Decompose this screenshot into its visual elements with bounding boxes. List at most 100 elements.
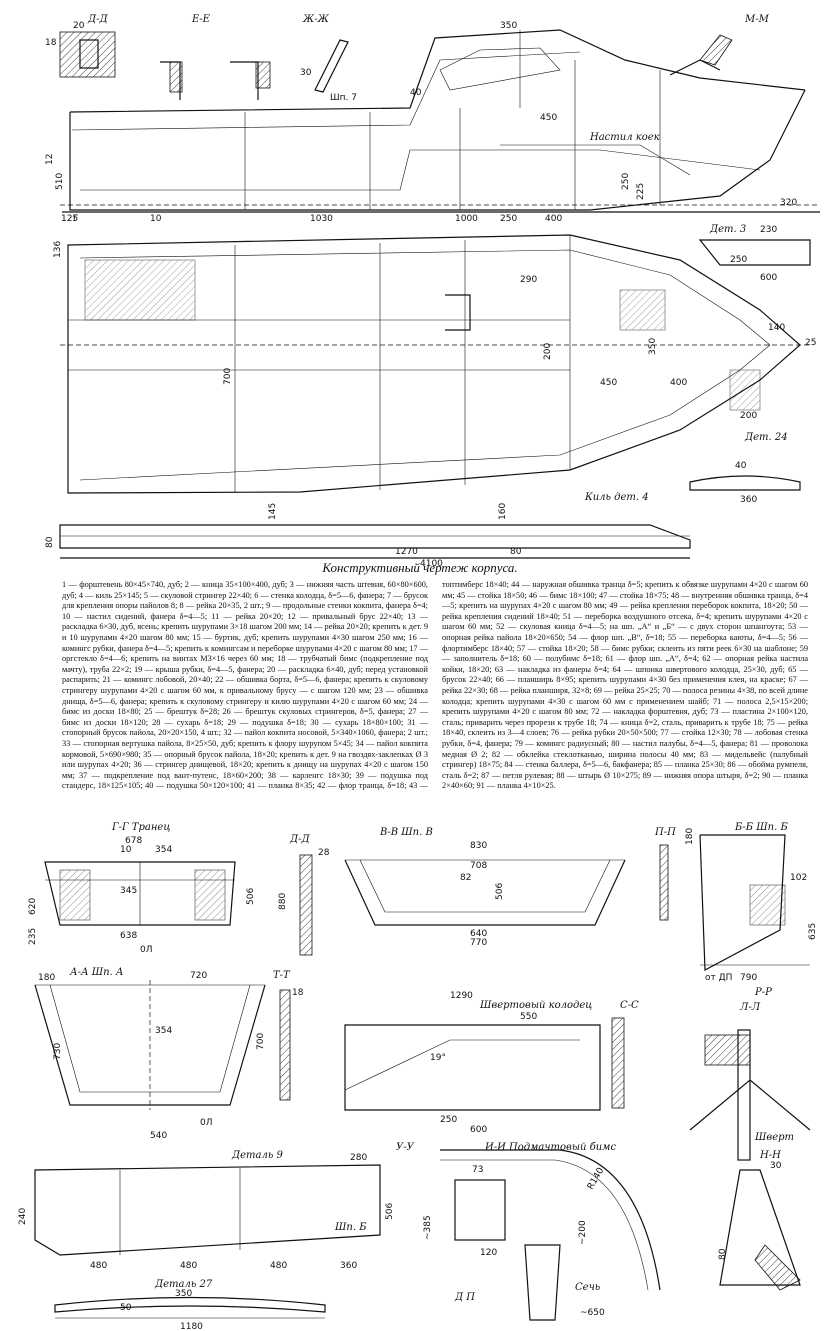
svg-text:40: 40	[735, 461, 747, 471]
svg-text:120: 120	[480, 1248, 497, 1258]
svg-text:400: 400	[670, 378, 687, 388]
svg-text:708: 708	[470, 861, 487, 871]
svg-text:80: 80	[510, 547, 522, 557]
transom-detail: Г-Г Транец 678 354 10 345 638 620 235 50…	[28, 822, 256, 955]
ee-hatch-right	[255, 61, 271, 89]
svg-text:30: 30	[300, 68, 312, 78]
svg-text:600: 600	[760, 273, 777, 283]
svg-text:Д-Д: Д-Д	[289, 834, 311, 845]
svg-text:Б-Б Шп. Б: Б-Б Шп. Б	[734, 822, 788, 833]
svg-text:~385: ~385	[423, 1215, 433, 1240]
svg-text:250: 250	[621, 173, 631, 190]
plate-73	[454, 1179, 506, 1241]
svg-text:1270: 1270	[395, 547, 418, 557]
svg-text:480: 480	[180, 1261, 197, 1271]
detail-24: Дет. 24 40 360	[689, 432, 801, 505]
svg-text:Шп. Б: Шп. Б	[334, 1222, 367, 1233]
section-zhzh: Ж-Ж 30	[300, 14, 349, 93]
svg-text:Шп. 7: Шп. 7	[330, 93, 357, 103]
svg-text:678: 678	[125, 836, 142, 846]
svg-text:В-В Шп. В: В-В Шп. В	[379, 827, 433, 838]
svg-text:Д-Д: Д-Д	[87, 14, 109, 25]
svg-text:Н-Н: Н-Н	[759, 1150, 781, 1161]
svg-text:П-П: П-П	[654, 827, 676, 838]
bunk-line	[500, 144, 691, 176]
knee-74	[524, 1244, 561, 1321]
svg-text:Дет. 24: Дет. 24	[744, 432, 788, 443]
svg-text:Л-Л: Л-Л	[739, 1002, 761, 1013]
svg-text:230: 230	[760, 225, 777, 235]
svg-text:354: 354	[155, 845, 172, 855]
svg-text:140: 140	[768, 323, 785, 333]
dd-strip	[299, 854, 313, 956]
svg-text:20: 20	[73, 21, 85, 31]
svg-text:350: 350	[175, 1289, 192, 1299]
plan-view: 136 290 200 700 450 400 140 25 200 350 Д…	[53, 224, 816, 505]
svg-text:720: 720	[190, 971, 207, 981]
plan-hatch-1	[84, 259, 196, 321]
section-ll-detail: Л-Л Шверт	[689, 1002, 811, 1161]
dd-hatched-block	[59, 31, 116, 78]
svg-text:0Л: 0Л	[140, 945, 153, 955]
beam-curve	[440, 1149, 661, 1291]
svg-text:480: 480	[270, 1261, 287, 1271]
dd-cutout	[79, 39, 99, 69]
detail9: Деталь 9 280 506 240 480 480 480 360 Шп.…	[18, 1142, 415, 1271]
svg-text:830: 830	[470, 841, 487, 851]
svg-text:280: 280	[350, 1153, 367, 1163]
svg-text:540: 540	[150, 1131, 167, 1141]
plan-hatch-3	[729, 369, 761, 411]
svg-text:12: 12	[45, 154, 55, 165]
frame-bb-outline	[699, 834, 786, 971]
svg-text:350: 350	[500, 21, 517, 31]
svg-text:620: 620	[28, 898, 38, 915]
detail-3: Дет. 3 230 250 600	[698, 224, 811, 283]
svg-text:82: 82	[460, 873, 471, 883]
svg-text:250: 250	[440, 1115, 457, 1125]
svg-text:635: 635	[808, 923, 818, 940]
detail27: Деталь 27 350 50 1180	[54, 1279, 326, 1331]
svg-text:А-А Шп. А: А-А Шп. А	[69, 967, 124, 978]
svg-text:506: 506	[246, 888, 256, 905]
svg-text:730: 730	[53, 1043, 63, 1060]
svg-text:И-И Подмачтовый бимс: И-И Подмачтовый бимс	[484, 1142, 616, 1153]
chine-line	[80, 149, 761, 191]
frame-dd-detail: Д-Д 28 880	[278, 834, 330, 956]
zhzh-profile	[314, 39, 349, 93]
svg-text:R140: R140	[586, 1166, 607, 1192]
svg-text:180: 180	[685, 828, 695, 845]
svg-text:Ж-Ж: Ж-Ж	[302, 14, 330, 25]
plan-hatch-2	[619, 289, 666, 331]
parts-legend: 1 — форштевень 80×45×740, дуб; 2 — кница…	[62, 580, 808, 791]
svg-text:30: 30	[770, 1161, 782, 1171]
svg-text:от ДП: от ДП	[705, 973, 732, 983]
svg-text:235: 235	[28, 928, 38, 945]
svg-text:25: 25	[805, 338, 816, 348]
svg-text:Дет. 3: Дет. 3	[709, 224, 746, 235]
svg-text:0Л: 0Л	[200, 1118, 213, 1128]
svg-text:1000: 1000	[455, 214, 478, 224]
svg-text:Деталь 9: Деталь 9	[231, 1150, 283, 1161]
svg-text:Шверт: Шверт	[754, 1132, 794, 1143]
svg-text:136: 136	[53, 241, 63, 258]
keel-detail: 80 145 160 1270 80 4100	[45, 503, 691, 569]
svg-text:350: 350	[648, 338, 658, 355]
section-ee: Е-Е	[160, 14, 271, 100]
centreboard	[737, 1029, 751, 1161]
svg-text:4100: 4100	[420, 559, 443, 569]
svg-text:290: 290	[520, 275, 537, 285]
sheer-plan-upper	[79, 249, 771, 346]
svg-text:Швертовый колодец: Швертовый колодец	[479, 1000, 592, 1011]
svg-text:10: 10	[150, 214, 162, 224]
keel-line	[69, 89, 806, 211]
svg-text:225: 225	[636, 183, 646, 200]
svg-text:240: 240	[18, 1208, 28, 1225]
svg-text:Деталь 27: Деталь 27	[154, 1279, 213, 1290]
svg-text:Д П: Д П	[454, 1292, 475, 1303]
svg-text:102: 102	[790, 873, 807, 883]
svg-text:200: 200	[543, 343, 553, 360]
svg-text:Г-Г Транец: Г-Г Транец	[111, 822, 170, 833]
svg-text:1290: 1290	[450, 991, 473, 1001]
svg-text:1180: 1180	[180, 1322, 203, 1331]
svg-text:1030: 1030	[310, 214, 333, 224]
